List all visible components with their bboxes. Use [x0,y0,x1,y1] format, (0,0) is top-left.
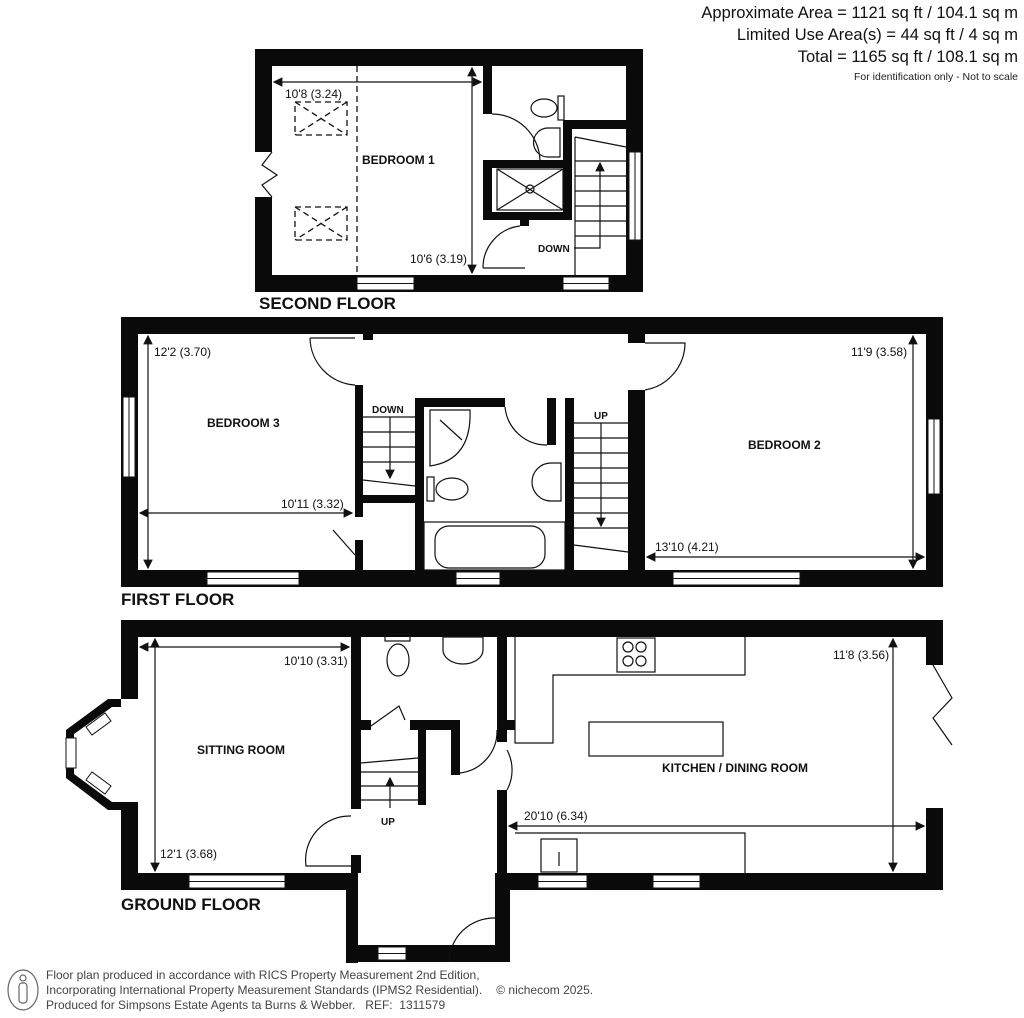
footer-line-1: Floor plan produced in accordance with R… [46,968,480,982]
total-area: Total = 1165 sq ft / 108.1 sq m [797,48,1018,66]
first-floor-stairs-down: DOWN [362,405,416,487]
sitting-room-width-dim: 10'10 (3.31) [284,654,348,668]
footer-line-2: Incorporating International Property Mea… [46,983,483,997]
sitting-room-label: SITTING ROOM [197,743,285,757]
bedroom3-label: BEDROOM 3 [207,416,280,430]
area-summary: Approximate Area = 1121 sq ft / 104.1 sq… [701,2,1018,83]
bedroom1-label: BEDROOM 1 [362,153,435,167]
first-floor: DOWN UP 12'2 (3.70) 10'11 (3.32 [121,317,943,609]
bedroom3-length-dim: 12'2 (3.70) [154,345,211,359]
approx-area: Approximate Area = 1121 sq ft / 104.1 sq… [701,4,1018,22]
bedroom1-width-dim: 10'8 (3.24) [285,87,342,101]
first-floor-stairs-up-label: UP [594,411,608,422]
limited-use-area: Limited Use Area(s) = 44 sq ft / 4 sq m [736,26,1018,44]
scale-disclaimer: For identification only - Not to scale [854,71,1018,83]
ground-floor-stairs-label: UP [381,817,395,828]
bedroom2-label: BEDROOM 2 [748,438,821,452]
second-floor-stairs: DOWN [538,136,627,275]
footer-line-3: Produced for Simpsons Estate Agents ta B… [46,998,446,1012]
sitting-room-length-dim: 12'1 (3.68) [160,847,217,861]
bedroom3-width-dim: 10'11 (3.32) [281,497,344,511]
kitchen-width-dim: 20'10 (6.34) [524,809,588,823]
bedroom1-length-dim: 10'6 (3.19) [410,252,467,266]
copyright: © nichecom 2025. [496,983,594,997]
kitchen-dining-label: KITCHEN / DINING ROOM [662,761,808,775]
bedroom2-length-dim: 11'9 (3.58) [851,345,907,359]
second-floor-label: SECOND FLOOR [259,294,396,313]
footer: Floor plan produced in accordance with R… [6,968,593,1013]
ground-floor: UP 10'10 (3.31) 12'1 (3.68) SITTING ROOM… [65,620,953,963]
kitchen-length-dim: 11'8 (3.56) [833,648,889,662]
ground-floor-label: GROUND FLOOR [121,895,261,914]
second-floor: DOWN 10'8 (3.24) 10'6 (3.19) BEDROOM 1 S… [255,49,643,313]
first-floor-label: FIRST FLOOR [121,590,234,609]
second-floor-stairs-label: DOWN [538,244,570,255]
bedroom2-width-dim: 13'10 (4.21) [655,540,719,554]
first-floor-stairs-down-label: DOWN [372,405,404,416]
ground-floor-stairs: UP [360,757,419,828]
first-floor-stairs-up: UP [573,411,629,553]
person-logo-icon [7,969,39,1011]
